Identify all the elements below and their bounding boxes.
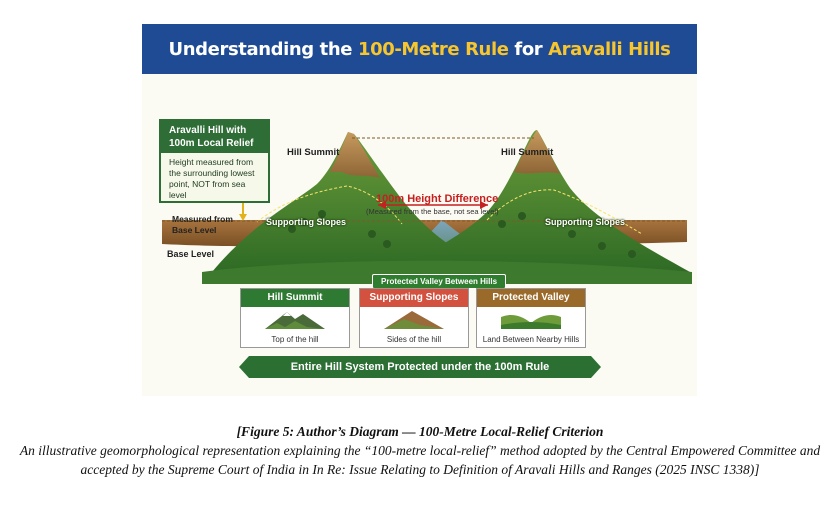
height-difference-label: 100m Height Difference (376, 193, 499, 205)
card-supporting-slopes-caption: Sides of the hill (386, 335, 442, 344)
right-hill (392, 130, 690, 272)
right-summit-rock (514, 130, 560, 174)
local-relief-callout: Aravalli Hill with 100m Local Relief Hei… (159, 119, 270, 203)
infographic-title: Understanding the 100-Metre Rule for Ara… (168, 38, 671, 60)
arrow-head-left (378, 201, 386, 209)
card-protected-valley-caption: Land Between Nearby Hills (482, 335, 580, 344)
measured-from-label: Measured from Base Level (172, 214, 233, 235)
card-hill-summit: Hill Summit Top of the hill (240, 288, 350, 348)
card-hill-summit-caption: Top of the hill (271, 335, 319, 344)
base-level-label: Base Level (167, 249, 215, 259)
callout-body: Height measured from the surrounding low… (169, 157, 255, 200)
measured-arrow-bottom (239, 214, 247, 221)
trees (288, 210, 636, 258)
supporting-slopes-label-right: Supporting Slopes (545, 217, 625, 227)
left-hill (212, 132, 462, 272)
protected-valley-label: Protected Valley Between Hills (372, 274, 507, 289)
left-slopes-outline (256, 185, 403, 225)
bottom-banner: Entire Hill System Protected under the 1… (239, 356, 601, 378)
arrow-head-right (480, 201, 488, 209)
card-supporting-slopes-title: Supporting Slopes (360, 289, 468, 307)
valley-floor (202, 260, 692, 284)
card-protected-valley-title: Protected Valley (477, 289, 585, 307)
hills-illustration (162, 130, 692, 284)
right-slopes-outline (486, 189, 643, 235)
hill-summit-label-left: Hill Summit (287, 147, 340, 158)
caption-title: [Figure 5: Author’s Diagram — 100-Metre … (236, 424, 604, 439)
callout-title: Aravalli Hill with 100m Local Relief (161, 121, 268, 153)
left-summit-rock (330, 132, 380, 178)
caption-body: An illustrative geomorphological represe… (19, 443, 821, 477)
card-protected-valley: Protected Valley Land Between Nearby Hil… (476, 288, 586, 348)
card-hill-summit-title: Hill Summit (241, 289, 349, 307)
supporting-slopes-label-left: Supporting Slopes (266, 217, 346, 227)
height-difference-note: (Measured from the base, not sea level) (366, 207, 499, 216)
card-supporting-slopes: Supporting Slopes Sides of the hill (359, 288, 469, 348)
title-banner: Understanding the 100-Metre Rule for Ara… (142, 24, 697, 74)
infographic: Understanding the 100-Metre Rule for Ara… (142, 24, 697, 396)
bottom-banner-text: Entire Hill System Protected under the 1… (290, 361, 550, 373)
valley-icon (501, 315, 561, 329)
slope-icon (384, 311, 444, 329)
hill-summit-label-right: Hill Summit (501, 147, 554, 158)
figure-caption: [Figure 5: Author’s Diagram — 100-Metre … (0, 422, 840, 479)
mountain-icon (265, 312, 325, 329)
